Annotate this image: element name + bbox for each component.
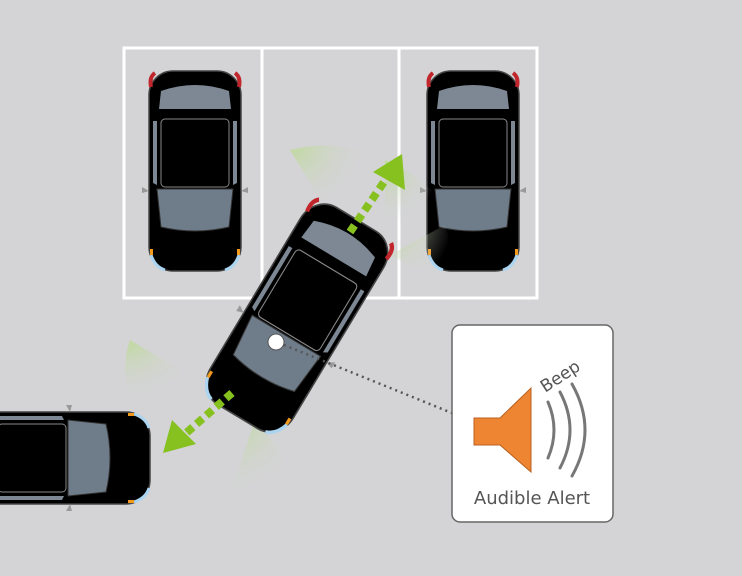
parked-car-left [140,69,250,273]
sensor-point [267,333,285,351]
sensor-connector-line [283,343,453,415]
arrow-front-icon [163,389,235,453]
sensor-cones [125,145,452,496]
speaker-icon [473,386,532,474]
approaching-car [0,403,152,513]
sensor-cone-front-bottom [230,420,305,496]
audible-alert-panel: Beep Audible Alert [451,324,614,523]
sensor-cone-side-right [390,225,452,285]
sensor-cone-rear-left [290,145,368,215]
sound-waves-icon [546,382,587,478]
sensor-cone-front-left [125,340,205,400]
arrow-rear-icon [346,154,405,235]
audible-alert-label: Audible Alert [474,488,590,509]
